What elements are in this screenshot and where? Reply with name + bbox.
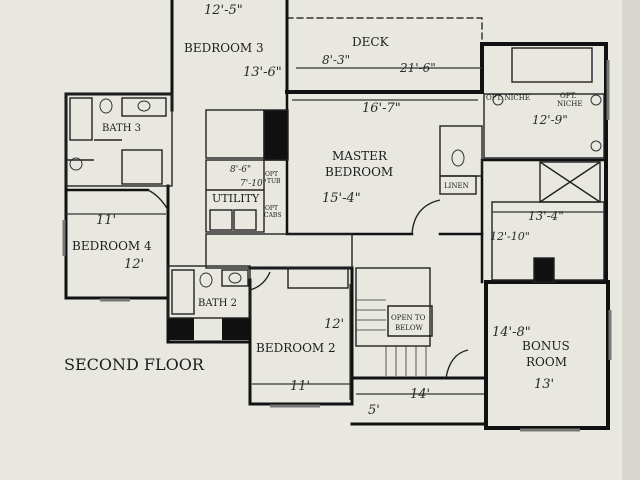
label-deck: DECK	[352, 35, 390, 49]
label-opt-niche-right-2: NICHE	[557, 100, 582, 108]
bath2-tub	[171, 269, 195, 315]
dim-bedroom4-depth: 12'	[124, 257, 144, 272]
dim-bedroom4-width: 11'	[96, 213, 116, 228]
toilet-icon	[99, 98, 113, 114]
label-opt-cabs-1: OPT	[265, 205, 278, 212]
label-bedroom2: BEDROOM 2	[256, 341, 336, 355]
bath3-closet	[121, 149, 163, 185]
dim-bedroom2-depth: 12'	[324, 317, 344, 332]
bedroom2-closet	[287, 267, 349, 289]
stair-well	[355, 267, 431, 347]
label-opt-niche-right-1: OPT.	[560, 92, 576, 100]
labels: 12'-5" BEDROOM 3 13'-6" DECK 8'-3" 21'-6…	[64, 3, 582, 418]
paper-shadow-right	[622, 0, 640, 480]
dim-deck-b: 21'-6"	[399, 61, 436, 75]
dim-master-bath: 12'-9"	[532, 113, 568, 127]
label-opt-cabs-2: CABS	[264, 212, 281, 219]
dim-bedroom3-depth: 13'-6"	[243, 65, 282, 80]
bedroom3-closet-dark	[263, 109, 289, 161]
dim-hall-width: 14'	[410, 387, 430, 402]
dim-master-depth: 15'-4"	[322, 191, 361, 206]
dim-closet-depth: 12'-10"	[490, 230, 530, 243]
label-open-below-2: BELOW	[395, 324, 424, 332]
bath2-door	[249, 271, 271, 291]
toilet-icon	[199, 272, 213, 288]
bath2-vanity	[221, 269, 249, 287]
label-bonus-2: ROOM	[526, 355, 567, 369]
windows	[62, 60, 612, 432]
bath3-room	[65, 93, 173, 187]
label-opt-niche-left: OPT. NICHE	[486, 94, 530, 102]
dim-utility-a: 8'-6"	[230, 165, 251, 175]
sink-icon	[590, 140, 602, 152]
sink-icon	[228, 272, 242, 284]
utility-dryer	[233, 209, 257, 231]
dim-bonus-depth: 13'	[534, 377, 554, 392]
label-bath2: BATH 2	[198, 298, 237, 309]
dim-bedroom3-width: 12'-5"	[204, 3, 243, 18]
dim-closet-width: 13'-4"	[528, 209, 564, 223]
label-opt-tub-2: TUB	[267, 178, 281, 185]
label-utility: UTILITY	[212, 192, 260, 205]
page-title: SECOND FLOOR	[64, 355, 205, 374]
bonus-walls	[484, 280, 610, 430]
open-below-box	[387, 305, 433, 337]
master-bath-tub	[511, 47, 593, 83]
bath3-vanity	[121, 97, 167, 117]
fixtures	[69, 94, 602, 288]
walls	[64, 0, 610, 430]
label-bath3: BATH 3	[102, 123, 141, 134]
bath2-room	[167, 265, 251, 319]
dim-deck-a: 8'-3"	[322, 53, 350, 67]
sink-icon	[69, 157, 83, 171]
label-master-1: MASTER	[332, 149, 388, 163]
sink-icon	[137, 100, 151, 112]
label-bedroom4: BEDROOM 4	[72, 239, 152, 253]
label-linen: LINEN	[444, 182, 469, 190]
dim-hall-depth: 5'	[368, 403, 380, 418]
hall-center	[205, 233, 353, 269]
utility-room	[205, 159, 265, 233]
dim-master-width: 16'-7"	[362, 101, 401, 116]
bedroom4-walls	[64, 184, 170, 300]
master-bath-area	[483, 93, 605, 159]
label-bedroom3: BEDROOM 3	[184, 41, 264, 55]
dimension-marks	[66, 67, 604, 400]
label-open-below-1: OPEN TO	[391, 314, 426, 322]
label-opt-tub-1: OPT	[265, 171, 278, 178]
dim-utility-b: 7'-10"	[240, 179, 267, 189]
sink-icon	[492, 94, 504, 106]
stair-treads	[356, 299, 427, 376]
dim-bonus-width: 14'-8"	[492, 325, 531, 340]
bath2-closet-dark	[168, 318, 194, 340]
label-master-2: BEDROOM	[325, 165, 393, 179]
dim-bedroom2-width: 11'	[290, 379, 310, 394]
closet-walls	[480, 158, 608, 284]
toilet-icon	[451, 149, 465, 167]
label-bonus-1: BONUS	[522, 339, 570, 353]
bedroom4-door	[147, 189, 169, 211]
shower-cross	[539, 161, 601, 203]
linen-closet	[439, 175, 477, 195]
master-door	[411, 199, 441, 235]
bath3-tub	[69, 97, 93, 141]
bedroom3-walls	[170, 0, 289, 112]
sink-icon	[590, 94, 602, 106]
bonus-door	[445, 349, 469, 379]
closet-dark-block	[533, 257, 555, 283]
utility-washer	[209, 209, 233, 231]
bath2-closet-dark2	[222, 318, 250, 340]
